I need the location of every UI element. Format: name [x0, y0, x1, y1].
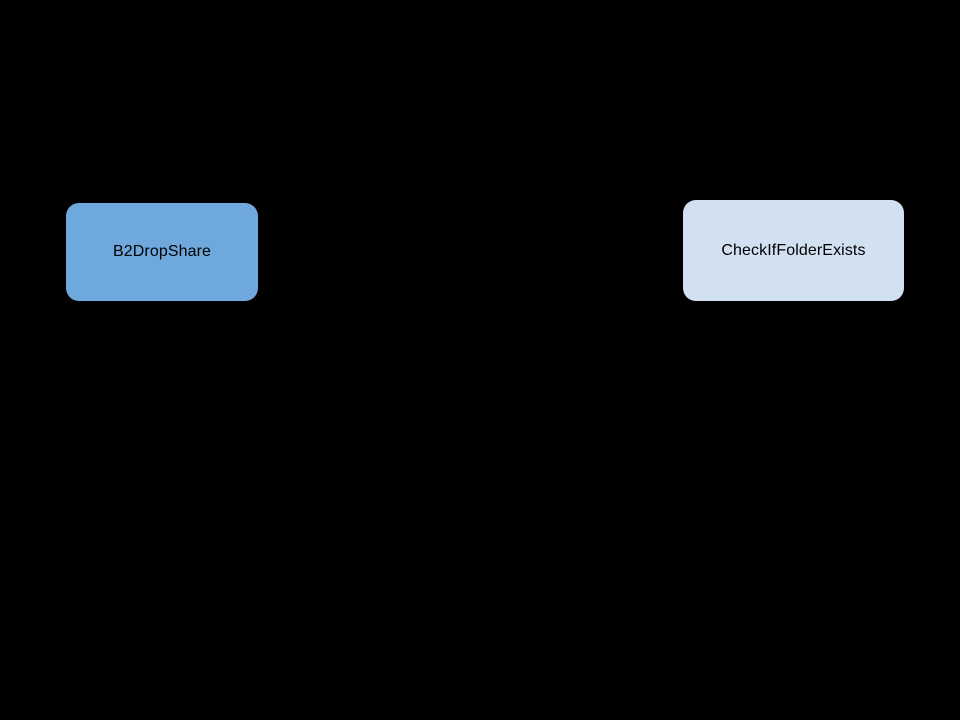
- node-checkiffolderexists[interactable]: CheckIfFolderExists: [683, 200, 904, 301]
- node-label-b2dropshare: B2DropShare: [112, 243, 212, 261]
- node-label-checkiffolderexists: CheckIfFolderExists: [721, 241, 866, 259]
- node-b2dropshare[interactable]: B2DropShare: [66, 203, 258, 301]
